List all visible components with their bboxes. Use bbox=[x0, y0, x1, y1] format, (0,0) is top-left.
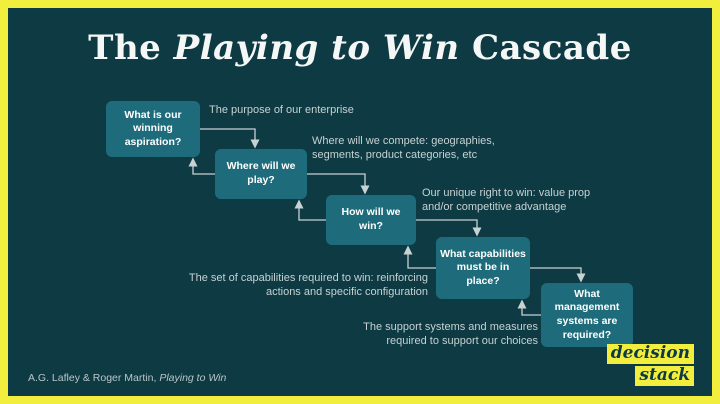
arrow-down-4-5 bbox=[530, 267, 586, 283]
cascade-box-label: What management systems are required? bbox=[554, 287, 620, 341]
attribution: A.G. Lafley & Roger Martin, Playing to W… bbox=[28, 372, 226, 384]
arrow-down-3-4 bbox=[416, 219, 482, 237]
attribution-book-title: Playing to Win bbox=[159, 372, 227, 384]
arrow-up-2-1 bbox=[188, 157, 215, 175]
arrow-down-1-2 bbox=[200, 128, 260, 149]
title-post: Cascade bbox=[459, 28, 632, 68]
annotation-where-to-compete: Where will we compete: geographies, segm… bbox=[312, 135, 495, 161]
cascade-box-label: What is our winning aspiration? bbox=[124, 108, 182, 148]
cascade-box-winning-aspiration: What is our winning aspiration? bbox=[106, 101, 200, 157]
annotation-right-to-win: Our unique right to win: value prop and/… bbox=[422, 187, 591, 213]
page-title: The Playing to Win Cascade bbox=[8, 28, 712, 68]
title-pre: The bbox=[88, 28, 174, 68]
cascade-box-label: Where will we play? bbox=[226, 160, 296, 186]
cascade-box-how-to-win: How will we win? bbox=[326, 195, 416, 245]
cascade-box-where-to-play: Where will we play? bbox=[215, 149, 307, 199]
cascade-box-capabilities: What capabilities must be in place? bbox=[436, 237, 530, 299]
annotation-support-systems: The support systems and measures require… bbox=[363, 321, 538, 347]
attribution-authors: A.G. Lafley & Roger Martin, bbox=[28, 372, 160, 384]
cascade-box-label: How will we win? bbox=[341, 206, 401, 232]
logo-line-decision: decision bbox=[606, 344, 694, 365]
arrow-down-2-3 bbox=[307, 173, 370, 195]
title-italic: Playing to Win bbox=[173, 28, 460, 68]
annotation-capabilities: The set of capabilities required to win:… bbox=[188, 272, 428, 298]
cascade-box-label: What capabilities must be in place? bbox=[440, 247, 526, 287]
arrow-up-5-4 bbox=[517, 299, 541, 316]
cascade-box-management-systems: What management systems are required? bbox=[541, 283, 633, 347]
logo-line-stack: stack bbox=[607, 366, 694, 386]
arrow-up-4-3 bbox=[403, 245, 436, 269]
decision-stack-logo: decision stack bbox=[606, 342, 694, 386]
arrow-up-3-2 bbox=[294, 199, 326, 221]
annotation-purpose: The purpose of our enterprise bbox=[209, 104, 354, 116]
